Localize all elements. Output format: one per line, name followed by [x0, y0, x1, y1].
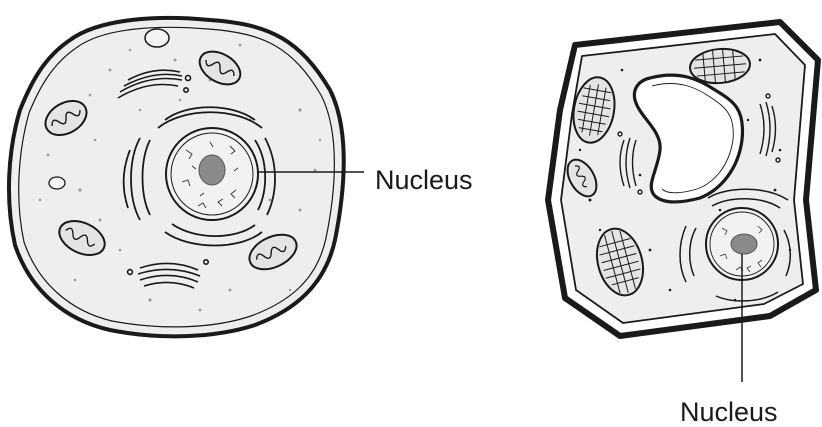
plant-nucleus-label: Nucleus	[680, 399, 778, 426]
plant-nucleolus	[731, 234, 757, 254]
animal-nucleus-label: Nucleus	[375, 167, 473, 194]
plant-cell	[548, 22, 818, 382]
animal-vesicle	[49, 177, 65, 189]
animal-cell	[9, 18, 364, 336]
animal-vesicle	[145, 29, 169, 47]
animal-nucleus	[166, 128, 258, 220]
animal-nucleolus	[199, 155, 225, 185]
